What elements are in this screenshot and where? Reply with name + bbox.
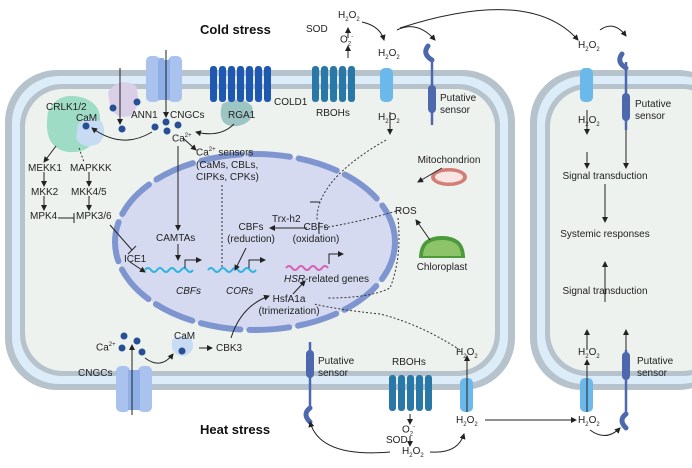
rga1-label: RGA1: [228, 110, 256, 121]
mpk4-label: MPK4: [30, 211, 58, 222]
h2o2-right-top-in: H2O2: [578, 115, 600, 128]
cold-stress-title: Cold stress: [200, 22, 271, 37]
putative-sensor-top-left: [423, 43, 436, 125]
trx-h2-label: Trx-h2: [272, 214, 301, 225]
putative-sensor-bottom-right: [619, 350, 630, 431]
rbohs-top-label: RBOHs: [316, 108, 350, 119]
mkk2-label: MKK2: [31, 187, 59, 198]
nucleus: [112, 151, 398, 333]
h2o2-heat-out: H2O2: [456, 415, 478, 428]
cors-gene-label: CORs: [226, 286, 254, 297]
ca-sensors-line1: Ca2+ sensors: [196, 147, 254, 159]
cbfs-reduced-label: CBFs(reduction): [227, 222, 275, 245]
cngcs-bottom-label: CNGCs: [78, 368, 113, 379]
inhibition-lines: [58, 213, 320, 255]
mpk36-label: MPK3/6: [76, 211, 112, 222]
hsr-genes-label: HSR-related genes: [284, 274, 370, 285]
ca-top-label: Ca2+: [172, 133, 192, 145]
cbfs-gene-dna: [144, 267, 194, 273]
h2o2-heat-in: H2O2: [456, 347, 478, 360]
ca-bottom-label: Ca2+: [96, 342, 116, 354]
cngcs-top-label: CNGCs: [170, 110, 205, 121]
ice1-label: ICE1: [124, 254, 147, 265]
chloroplast-label: Chloroplast: [416, 262, 468, 273]
aquaporin-top-right: [580, 68, 593, 102]
ca-sensors-line2: (CaMs, CBLs,: [196, 160, 259, 171]
o2-bottom: O2-: [402, 424, 416, 438]
putative-sensor-top-right: [617, 51, 630, 130]
cngc-channel-top: [146, 56, 182, 102]
camtas-label: CAMTAs: [156, 233, 196, 244]
mekk1-label: MEKK1: [28, 163, 62, 174]
h2o2-sod-top: H2O2: [338, 10, 360, 23]
o2-top: O2-: [340, 34, 354, 48]
cam-bottom-label: CaM: [174, 331, 196, 342]
cors-gene-dna: [207, 267, 257, 273]
aquaporin-top-left: [380, 68, 393, 102]
rbohs-bottom-label: RBOHs: [392, 357, 426, 368]
h2o2-right-bottom-out: H2O2: [578, 415, 600, 428]
promoter-arrows: [184, 251, 344, 268]
h2o2-sod-bottom: H2O2: [402, 446, 424, 459]
nucleus-body: [115, 154, 395, 330]
putative-sensor-bottom-left: [303, 342, 314, 425]
ca-sensors-line3: CIPKs, CPKs): [196, 172, 259, 183]
crlk-label: CRLK1/2: [46, 102, 87, 113]
rboh-bottom: [389, 375, 432, 411]
h2o2-right-top-out: H2O2: [578, 40, 600, 53]
signal-transduction-bottom: Signal transduction: [562, 286, 648, 297]
h2o2-above-channel: H2O2: [378, 48, 400, 61]
mkk45-label: MKK4/5: [71, 187, 107, 198]
cngc-channel-bottom: [116, 366, 152, 412]
systemic-responses: Systemic responses: [560, 229, 650, 240]
mitochondrion-inner: [435, 171, 463, 183]
h2o2-right-bottom-in: H2O2: [578, 347, 600, 360]
hsfa1a-label: HsfA1a(trimerization): [258, 294, 320, 317]
right-cytoplasm: [550, 89, 692, 371]
sod-top-label: SOD: [306, 24, 328, 35]
heat-stress-title: Heat stress: [200, 422, 271, 437]
mitochondrion-label: Mitochondrion: [417, 155, 481, 166]
right-cell: [530, 70, 692, 390]
nuclear-envelope: [112, 151, 398, 333]
ros-label: ROS: [395, 206, 417, 217]
h2o2-below-channel: H2O2: [378, 112, 400, 125]
mapkkk-label: MAPKKK: [70, 163, 112, 174]
rga1-protein: [220, 99, 253, 127]
dotted-arrows: [78, 139, 461, 351]
cam-bottom-protein: [171, 336, 193, 356]
calcium-ions: [82, 98, 182, 356]
cold1-receptor: [210, 66, 271, 102]
ann1-label: ANN1: [131, 110, 158, 121]
cold1-label: COLD1: [274, 97, 308, 108]
sod-bottom-label: SOD: [386, 435, 408, 446]
chloroplast-inner: [423, 240, 461, 256]
signal-transduction-top: Signal transduction: [562, 171, 648, 182]
cam-bottom-calcium: [178, 347, 186, 355]
hsr-gene-dna: [285, 265, 329, 271]
cam-top-label: CaM: [76, 113, 98, 124]
cbfs-gene-label: CBFs: [176, 286, 201, 297]
rboh-top: [312, 66, 355, 102]
arrows: [41, 9, 629, 454]
cbk3-label: CBK3: [216, 343, 243, 354]
cbfs-oxidized-label: CBFs(oxidation): [292, 222, 340, 245]
